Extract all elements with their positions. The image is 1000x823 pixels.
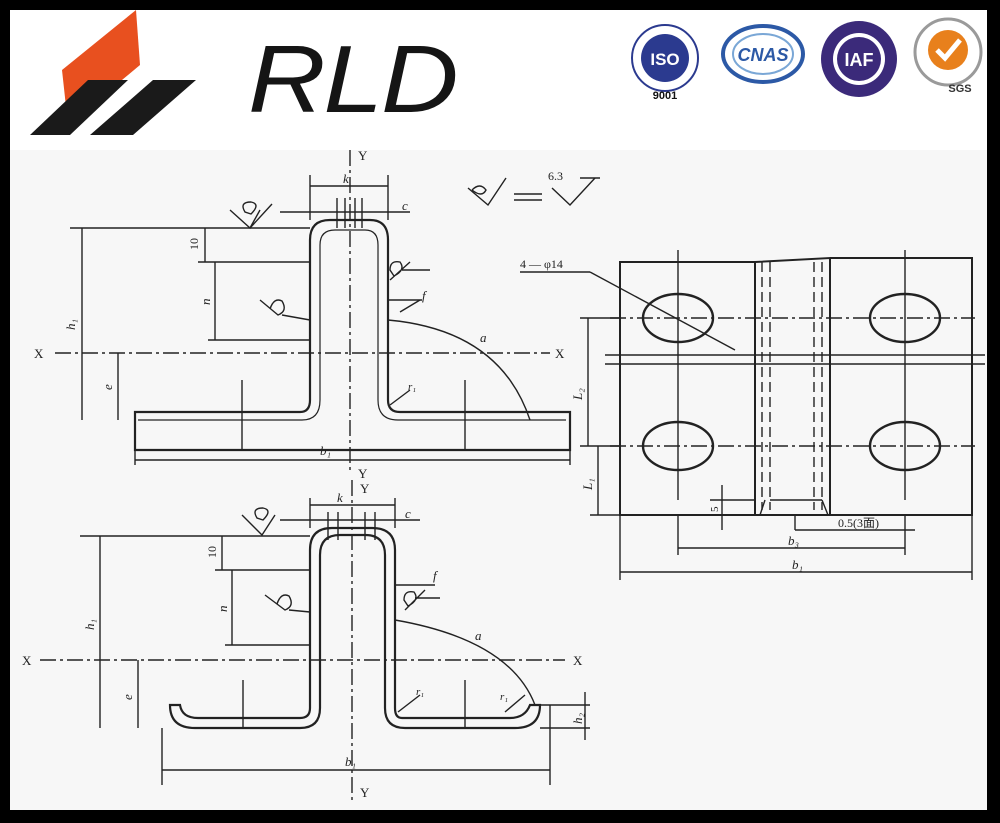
axis-x-left-label: X [34,346,44,361]
dim-b1-top: b₁ [320,443,331,458]
sgs-badge: SGS [910,16,986,98]
dim-0-5: 0.5(3面) [838,516,879,530]
dim-10-top: 10 [187,238,201,250]
rld-logo: RLD [18,10,459,145]
axis-y-bottom-label: Y [360,481,370,496]
dim-b1-bottom: b₁ [345,754,356,769]
dim-L2: L₂ [570,388,585,401]
dim-a-top: a [480,330,487,345]
dim-f-top: f [422,288,428,303]
iso-9001-badge: ISO 9001 [625,22,705,102]
dim-5: 5 [709,506,721,512]
logo-mark-icon [30,10,196,135]
dim-h1-bottom: h₁ [82,619,97,630]
dim-c-top: c [402,198,408,213]
image-frame: RLD ISO 9001 CNAS IAF [10,10,987,810]
iaf-label: IAF [845,50,874,70]
dim-e-top: e [100,384,115,390]
dim-k-top: k [343,171,349,186]
drawing-svg: Y Y X X k c 10 n f a h₁ e r₁ b₁ 6.3 Y Y … [22,148,985,800]
dim-n-bottom: n [215,606,230,613]
dim-c-bottom: c [405,506,411,521]
axis-y-foot-label: Y [360,785,370,800]
dim-h2: h₂ [570,713,585,725]
dim-a-bottom: a [475,628,482,643]
dim-h1-top: h₁ [63,319,78,330]
dim-b-plan: b₁ [792,557,803,572]
sgs-label: SGS [948,83,971,95]
dim-f-bottom: f [433,568,439,583]
dim-10-bottom: 10 [205,546,219,558]
dim-e-bottom: e [120,694,135,700]
dim-r1-bottom-right: r₁ [500,691,508,703]
hole-spec-label: 4 — φ14 [520,257,563,271]
dim-b3: b₃ [788,533,799,548]
dim-r1-top: r₁ [408,381,416,393]
header-bar: RLD ISO 9001 CNAS IAF [10,10,987,150]
dim-r1-bottom-left: r₁ [416,686,424,698]
roughness-value: 6.3 [548,169,563,183]
axis-y-top-label: Y [358,150,368,163]
dim-L1: L₁ [580,478,595,491]
technical-drawing: Y Y X X k c 10 n f a h₁ e r₁ b₁ 6.3 Y Y … [10,148,987,810]
cnas-label: CNAS [737,45,788,65]
dim-n-top: n [198,299,213,306]
cnas-badge: CNAS [718,20,808,90]
logo-text: RLD [248,26,459,133]
axis-y-mid-label: Y [358,466,368,481]
axis-x-bottom-right-label: X [573,653,583,668]
iso-label: ISO [650,50,679,69]
dim-k-bottom: k [337,490,343,505]
axis-x-right-label: X [555,346,565,361]
iso-number: 9001 [653,90,677,102]
iaf-badge: IAF [818,18,900,100]
axis-x-bottom-left-label: X [22,653,32,668]
